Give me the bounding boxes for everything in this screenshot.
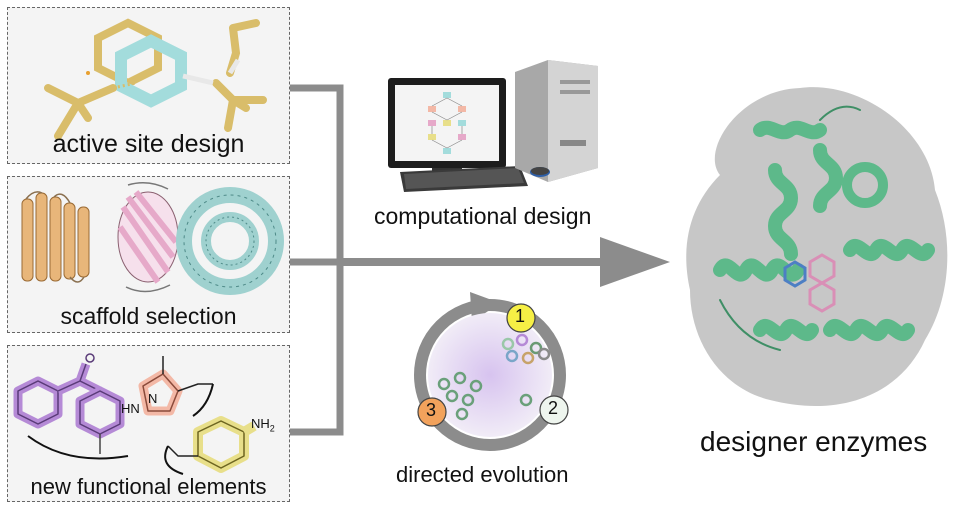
panel-scaffold: scaffold selection [7, 176, 290, 333]
backbone-curve-middle [192, 383, 214, 417]
h-bond-right [182, 58, 241, 86]
atom-dot [86, 71, 90, 75]
cyan-ring [115, 34, 187, 108]
beta-barrel [117, 182, 179, 293]
benzophenone [13, 353, 125, 454]
left-residue [44, 84, 117, 140]
nh2-text: NH [251, 416, 270, 431]
helix-bundle [21, 191, 90, 283]
step-2-number: 2 [548, 398, 559, 418]
h-bond-left [112, 81, 137, 90]
n-label: N [148, 391, 158, 406]
scaffold-label: scaffold selection [60, 303, 237, 329]
backbone-curve-left [27, 435, 129, 460]
functional-illustration [13, 353, 257, 475]
computational-label: computational design [374, 203, 592, 229]
aniline [167, 416, 257, 473]
toroid [176, 187, 284, 295]
scaffold-illustration [21, 182, 284, 295]
evolution-label: directed evolution [396, 462, 569, 487]
nh2-label: NH2 [251, 416, 275, 434]
hn-label: HN [121, 401, 140, 416]
designer-enzymes-label: designer enzymes [700, 426, 928, 457]
active-site-label: active site design [52, 130, 245, 158]
step-3-number: 3 [426, 400, 437, 420]
step-1-number: 1 [515, 306, 526, 326]
panel-functional: HN N NH2 new functional elements [7, 345, 290, 502]
nh2-subscript: 2 [269, 423, 275, 434]
active-site-illustration [44, 18, 267, 140]
imidazole [138, 356, 213, 416]
functional-label: new functional elements [30, 474, 267, 499]
backbone-curve-right [164, 445, 184, 475]
right-residue [212, 19, 267, 132]
main-arrow-head [600, 237, 670, 287]
panel-active-site: active site design [7, 7, 290, 164]
